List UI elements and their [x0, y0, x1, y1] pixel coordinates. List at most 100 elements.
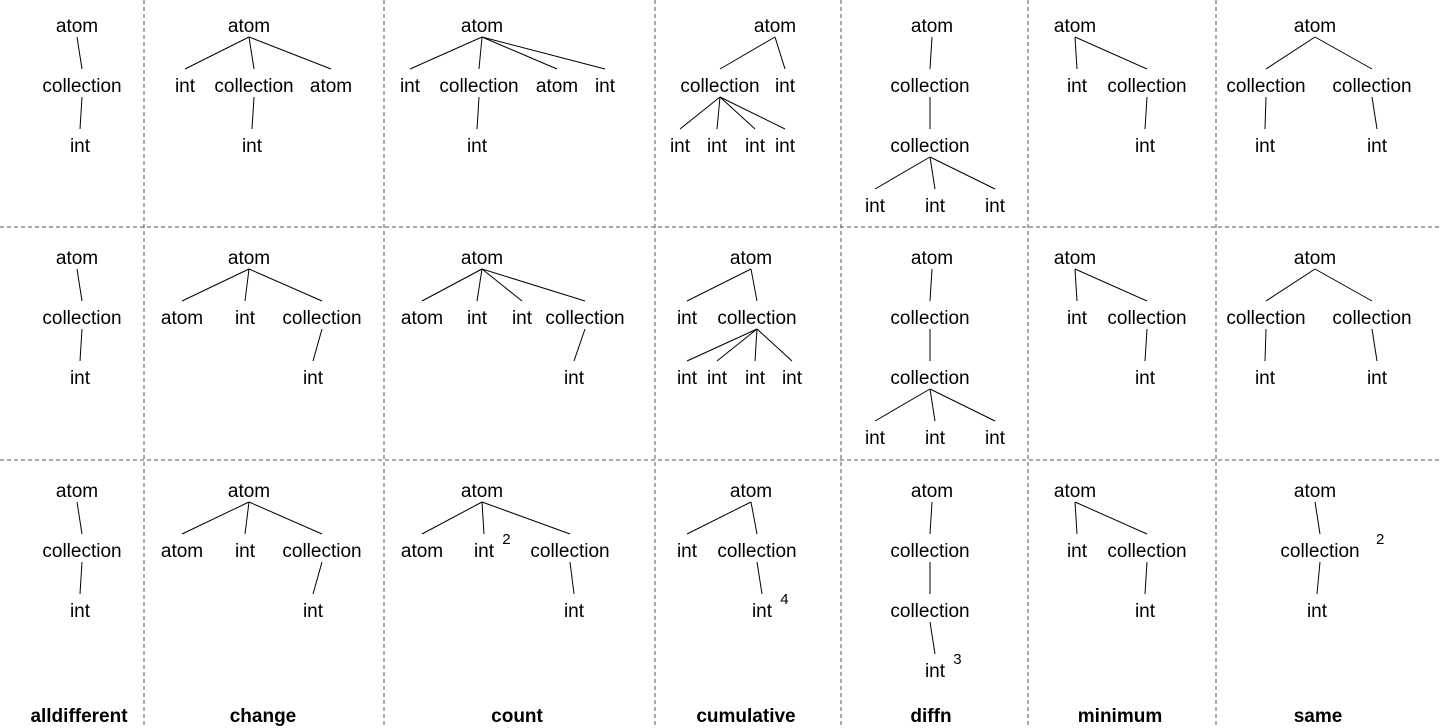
- tree-node-atom: atom: [1294, 248, 1336, 269]
- tree-edge: [481, 268, 586, 302]
- tree-node-int: int: [242, 136, 263, 157]
- tree-edge: [481, 501, 485, 535]
- tree-node-collection: collection: [1107, 76, 1186, 97]
- tree-node-collection: collection: [680, 76, 759, 97]
- tree-edge: [76, 268, 83, 302]
- tree-edge: [929, 388, 936, 422]
- tree-edge: [686, 328, 758, 362]
- tree-edge: [76, 501, 83, 535]
- tree-edge: [929, 156, 936, 190]
- tree-node-int: int: [745, 136, 766, 157]
- tree-node-int: int: [467, 136, 488, 157]
- tree-edge: [719, 96, 756, 130]
- tree-node-collection: collection: [1226, 308, 1305, 329]
- tree-edge: [481, 36, 606, 70]
- tree-edge: [686, 501, 752, 535]
- tree-edge: [686, 268, 752, 302]
- tree-node-atom: atom: [461, 248, 503, 269]
- tree-edge: [716, 96, 721, 130]
- tree-node-int: int: [1135, 136, 1156, 157]
- tree-edge: [929, 156, 996, 190]
- tree-edge: [1316, 561, 1321, 595]
- tree-edge: [756, 328, 793, 362]
- tree-node-collection: collection: [282, 308, 361, 329]
- tree-node-collection: collection: [1107, 541, 1186, 562]
- tree-node-int: int: [1255, 136, 1276, 157]
- tree-edge: [476, 268, 483, 302]
- tree-node-collection: collection: [439, 76, 518, 97]
- tree-grid: atomcollectionintatomcollectionintatomco…: [42, 16, 1411, 682]
- tree-edge: [184, 36, 250, 70]
- column-title: minimum: [1078, 706, 1162, 727]
- tree-edge: [248, 36, 255, 70]
- tree-node-collection: collection: [214, 76, 293, 97]
- tree-edge: [312, 561, 323, 595]
- tree-node-atom: atom: [310, 76, 352, 97]
- tree-node-atom: atom: [228, 481, 270, 502]
- tree-node-atom: atom: [911, 16, 953, 37]
- tree-node-int: int: [70, 136, 91, 157]
- tree-node-int: int: [707, 368, 728, 389]
- tree-node-collection: collection: [42, 76, 121, 97]
- tree-node-int: int: [1255, 368, 1276, 389]
- tree-node-int: int: [400, 76, 421, 97]
- tree-node-int: int: [303, 368, 324, 389]
- tree-node-collection: collection: [717, 541, 796, 562]
- tree-edge: [481, 268, 523, 302]
- tree-edge: [181, 268, 250, 302]
- tree-node-atom: atom: [1054, 16, 1096, 37]
- tree-edge: [679, 96, 721, 130]
- tree-node-collection: collection: [530, 541, 609, 562]
- tree-edge: [1264, 96, 1267, 130]
- tree-node-int: int: [564, 601, 585, 622]
- tree-node-atom: atom: [1054, 481, 1096, 502]
- node-exponent: 3: [953, 651, 961, 668]
- tree-edge: [1074, 36, 1148, 70]
- tree-node-int: int: [467, 308, 488, 329]
- tree-edge: [719, 36, 776, 70]
- tree-node-int: int: [1307, 601, 1328, 622]
- tree-node-int: int: [235, 308, 256, 329]
- tree-node-int: int: [1067, 76, 1088, 97]
- node-exponent: 2: [502, 531, 510, 548]
- tree-edge: [1074, 36, 1078, 70]
- tree-edge: [719, 96, 786, 130]
- tree-node-atom: atom: [754, 16, 796, 37]
- tree-edge: [181, 501, 250, 535]
- tree-edge: [244, 501, 250, 535]
- tree-edge: [251, 96, 255, 130]
- tree-node-collection: collection: [1226, 76, 1305, 97]
- tree-edge: [874, 388, 931, 422]
- tree-node-int: int: [985, 196, 1006, 217]
- tree-edge: [476, 96, 480, 130]
- tree-node-int: int: [235, 541, 256, 562]
- tree-edge: [481, 36, 558, 70]
- tree-edge: [874, 156, 931, 190]
- tree-node-int: int: [303, 601, 324, 622]
- tree-edge: [929, 501, 933, 535]
- tree-edge: [1314, 501, 1321, 535]
- tree-node-atom: atom: [228, 16, 270, 37]
- tree-node-int: int: [70, 368, 91, 389]
- column-title: count: [491, 706, 543, 727]
- tree-node-atom: atom: [228, 248, 270, 269]
- tree-node-atom: atom: [56, 481, 98, 502]
- tree-edge: [1371, 328, 1378, 362]
- tree-node-atom: atom: [1294, 481, 1336, 502]
- tree-node-collection: collection: [890, 136, 969, 157]
- tree-node-int: int: [595, 76, 616, 97]
- node-exponent: 2: [1376, 531, 1384, 548]
- tree-node-int: int: [985, 428, 1006, 449]
- tree-node-atom: atom: [161, 541, 203, 562]
